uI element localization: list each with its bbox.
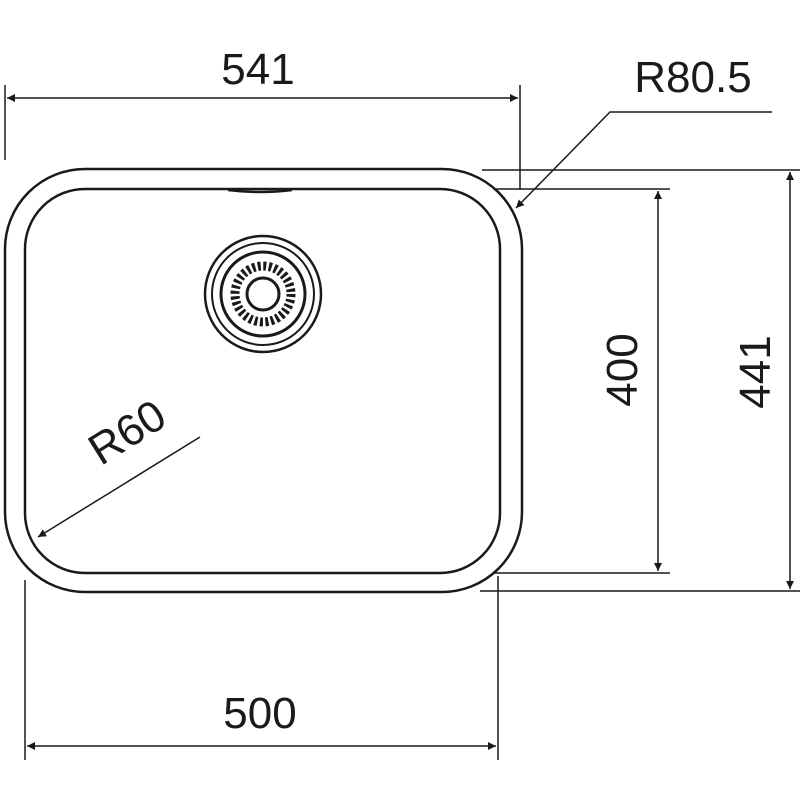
leader-r80-5: [515, 111, 772, 209]
label-500: 500: [223, 689, 296, 738]
leader-r60: [37, 436, 201, 538]
label-441: 441: [731, 335, 780, 408]
label-541: 541: [221, 45, 294, 94]
drain-icon: [203, 234, 323, 354]
sink-outer-rim: [3, 167, 524, 594]
label-r80-5: R80.5: [634, 53, 751, 102]
sink-inner-bowl: [23, 187, 502, 575]
label-400: 400: [598, 333, 647, 406]
overflow-slot: [227, 188, 293, 194]
